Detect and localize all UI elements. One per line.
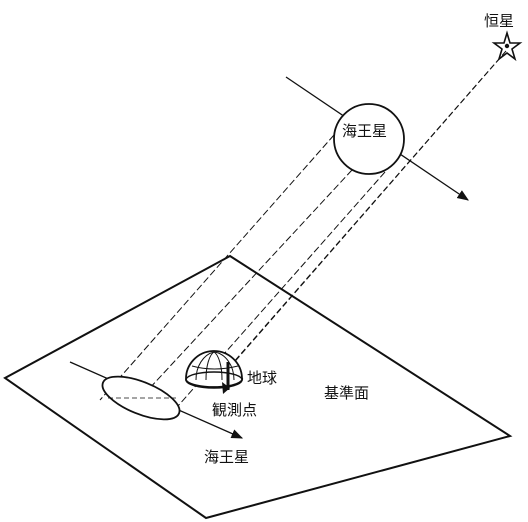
- earth-hemisphere: [185, 350, 244, 394]
- reference-plane-label: 基準面: [324, 384, 369, 402]
- starlight-line-2: [209, 57, 501, 391]
- neptune-label: 海王星: [342, 122, 387, 140]
- star-icon: [491, 30, 523, 62]
- shadow-line-left: [99, 134, 335, 401]
- neptune-disk: [333, 103, 405, 175]
- observation-point-label: 観測点: [212, 401, 257, 419]
- reference-plane: [3, 254, 513, 520]
- star-label: 恒星: [484, 12, 514, 30]
- earth-label: 地球: [247, 369, 277, 387]
- shadow-line-mid: [134, 169, 353, 405]
- neptune-shadow-label: 海王星: [204, 448, 249, 466]
